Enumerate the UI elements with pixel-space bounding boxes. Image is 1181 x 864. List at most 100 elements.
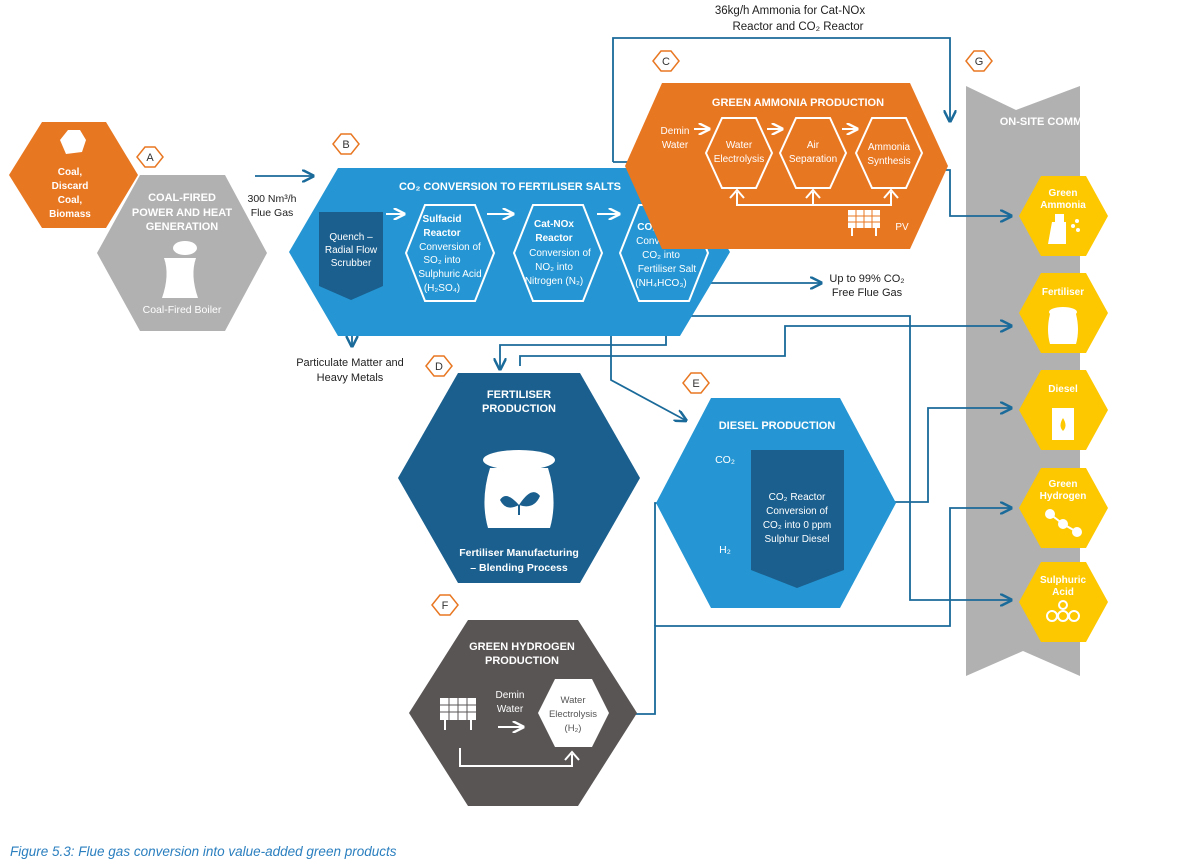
fert-bottom-1: Fertiliser Manufacturing — [459, 547, 579, 559]
badge-e: E — [692, 378, 699, 390]
commodity-sulphuric-acid: Sulphuric Acid — [1019, 562, 1108, 642]
sulfacid-l6: (H₂SO₄) — [424, 283, 460, 294]
fert-title-2: PRODUCTION — [482, 403, 556, 415]
ammonia-water-1: Water — [726, 140, 753, 151]
diesel-l1: CO₂ Reactor — [769, 492, 826, 503]
flue-gas-label-2: Flue Gas — [251, 207, 294, 219]
ammonia-water-2: Electrolysis — [714, 154, 765, 165]
co2r-l5: (NH₄HCO₃) — [635, 278, 686, 289]
top-label-line1: 36kg/h Ammonia for Cat-NOx — [715, 5, 865, 17]
fertiliser-bag-icon — [483, 450, 555, 528]
molecule-icon — [1045, 509, 1082, 537]
quench-label-2: Radial Flow — [325, 245, 378, 256]
badge-f: F — [442, 600, 449, 612]
sulfacid-l3: Conversion of — [419, 242, 481, 253]
hydrogen-e2: Electrolysis — [549, 709, 597, 720]
coal-icon — [60, 130, 86, 154]
diesel-reactor-box — [751, 450, 844, 588]
badge-a: A — [146, 152, 154, 164]
water-electrolysis-hex — [704, 117, 774, 189]
commodities-title: ON-SITE COMMODITIES — [1000, 116, 1127, 128]
ammonia-nh-2: Synthesis — [867, 156, 910, 167]
diesel-title: DIESEL PRODUCTION — [719, 420, 836, 432]
output-flue-1: Up to 99% CO₂ — [829, 273, 904, 285]
fert-title-1: FERTILISER — [487, 389, 551, 401]
diesel-l3: CO₂ into 0 ppm — [763, 520, 831, 531]
coal-hexagon: Coal, Discard Coal, Biomass — [9, 122, 138, 228]
ammonia-hexagon: GREEN AMMONIA PRODUCTION Demin Water Wat… — [625, 83, 948, 249]
acid-molecule-icon — [1046, 600, 1080, 622]
coal-label-2: Discard — [52, 181, 89, 192]
ammonia-demin-1: Demin — [661, 126, 690, 137]
ammonia-air-1: Air — [807, 140, 820, 151]
fert-bottom-2: – Blending Process — [470, 562, 568, 574]
commodity-4-l2: Hydrogen — [1040, 491, 1087, 502]
top-label-line2: Reactor and CO₂ Reactor — [732, 21, 863, 33]
commodity-5-l2: Acid — [1052, 587, 1074, 598]
commodity-diesel: Diesel — [1019, 370, 1108, 450]
figure-caption: Figure 5.3: Flue gas conversion into val… — [10, 844, 397, 859]
power-title-2: POWER AND HEAT — [132, 207, 233, 219]
hydrogen-solar-icon — [440, 698, 476, 730]
quench-label-3: Scrubber — [331, 258, 372, 269]
commodity-1-l1: Green — [1049, 188, 1078, 199]
cooling-tower-icon — [162, 258, 198, 298]
hydrogen-demin-1: Demin — [496, 690, 525, 701]
hydrogen-electrolysis-hex — [538, 679, 609, 747]
badges: A B C D E F G — [136, 50, 993, 616]
hydrogen-title-1: GREEN HYDROGEN — [469, 641, 575, 653]
solar-panel-icon — [848, 210, 880, 236]
coal-label-4: Biomass — [49, 209, 91, 220]
hydrogen-title-2: PRODUCTION — [485, 655, 559, 667]
commodity-5-l1: Sulphuric — [1040, 575, 1087, 586]
power-title-1: COAL-FIRED — [148, 192, 216, 204]
catnox-l5: Nitrogen (N₂) — [525, 276, 583, 287]
badge-d: D — [435, 361, 443, 373]
coal-label-1: Coal, — [58, 167, 83, 178]
co2-conversion-title: CO₂ CONVERSION TO FERTILISER SALTS — [399, 181, 621, 193]
air-separation-hex — [778, 117, 848, 189]
coal-label-3: Coal, — [58, 195, 83, 206]
power-hexagon: COAL-FIRED POWER AND HEAT GENERATION Coa… — [97, 175, 267, 331]
badge-c: C — [662, 56, 670, 68]
fertiliser-sack-icon — [1048, 314, 1078, 344]
catnox-l2: Reactor — [535, 233, 572, 244]
ammonia-title: GREEN AMMONIA PRODUCTION — [712, 97, 884, 109]
catnox-hex — [512, 204, 604, 302]
commodity-2-l1: Fertiliser — [1042, 287, 1084, 298]
hydrogen-e1: Water — [561, 695, 586, 706]
power-title-3: GENERATION — [146, 221, 219, 233]
commodity-green-ammonia: Green Ammonia — [1019, 176, 1108, 256]
sulfacid-l1: Sulfacid — [423, 214, 462, 225]
badge-b: B — [342, 139, 349, 151]
diesel-co2: CO₂ — [715, 454, 735, 466]
commodity-1-l2: Ammonia — [1040, 200, 1086, 211]
boiler-label: Coal-Fired Boiler — [143, 304, 222, 316]
co2r-l3: CO₂ into — [642, 250, 680, 261]
diesel-hexagon: DIESEL PRODUCTION CO₂ H₂ CO₂ Reactor Con… — [656, 398, 896, 608]
commodity-3-l1: Diesel — [1048, 384, 1078, 395]
co2-conversion-hexagon: CO₂ CONVERSION TO FERTILISER SALTS Quenc… — [289, 168, 730, 336]
catnox-l4: NO₂ into — [535, 262, 573, 273]
diesel-l4: Sulphur Diesel — [764, 534, 829, 545]
flue-gas-label-1: 300 Nm³/h — [247, 193, 296, 205]
ammonia-pv: PV — [895, 222, 909, 233]
quench-label-1: Quench – — [329, 232, 373, 243]
diesel-l2: Conversion of — [766, 506, 828, 517]
ammonia-air-2: Separation — [789, 154, 837, 165]
commodity-4-l1: Green — [1049, 479, 1078, 490]
sulfacid-l5: Sulphuric Acid — [418, 269, 481, 280]
ammonia-nh-1: Ammonia — [868, 142, 911, 153]
catnox-l1: Cat-NOx — [534, 219, 574, 230]
badge-g: G — [975, 56, 984, 68]
fertiliser-hexagon: FERTILISER PRODUCTION Fertiliser Manufac… — [398, 373, 640, 583]
catnox-l3: Conversion of — [529, 248, 591, 259]
sulfacid-hex — [404, 204, 496, 302]
commodity-fertiliser: Fertiliser — [1019, 273, 1108, 353]
spray-bottle-icon — [1048, 214, 1066, 244]
quench-box — [319, 212, 383, 300]
ammonia-synthesis-hex — [854, 117, 924, 189]
co2r-l4: Fertiliser Salt — [638, 264, 697, 275]
sulfacid-l2: Reactor — [423, 228, 460, 239]
